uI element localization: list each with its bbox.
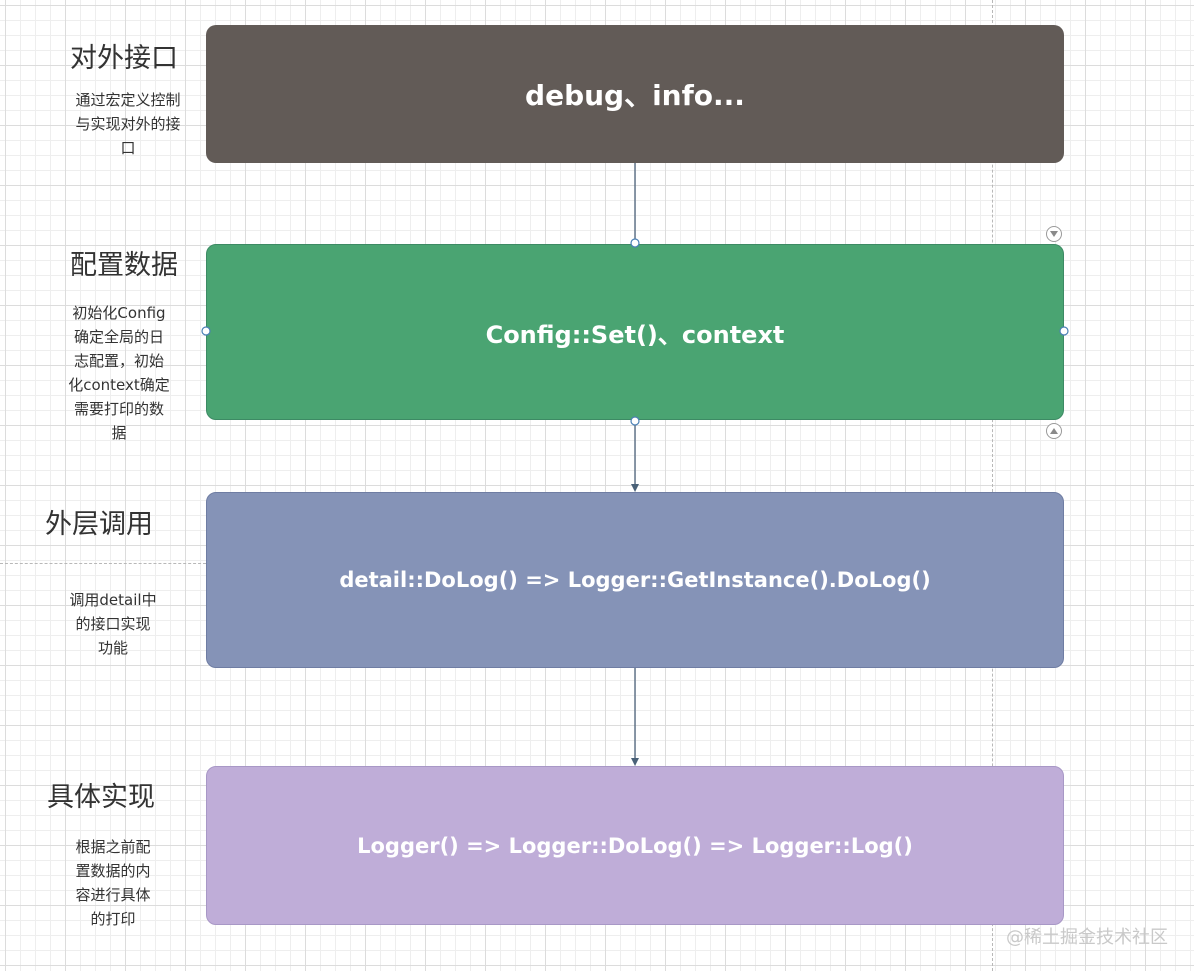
box-interface-label: debug、info... <box>525 79 745 112</box>
box-implementation[interactable]: Logger() => Logger::DoLog() => Logger::L… <box>206 766 1064 925</box>
box-outer-call-label: detail::DoLog() => Logger::GetInstance()… <box>339 568 931 592</box>
stage-desc-config: 初始化Config 确定全局的日 志配置，初始 化context确定 需要打印的… <box>68 304 170 442</box>
stage-desc-interface: 通过宏定义控制 与实现对外的接 口 <box>75 91 181 157</box>
stage-title-outer-call: 外层调用 <box>45 509 153 540</box>
box-implementation-label: Logger() => Logger::DoLog() => Logger::L… <box>357 833 913 858</box>
handle-top[interactable] <box>630 238 640 248</box>
vertical-guide-line <box>992 0 993 971</box>
handle-right[interactable] <box>1059 326 1069 336</box>
handle-left[interactable] <box>201 326 211 336</box>
stage-title-config: 配置数据 <box>70 250 178 281</box>
stage-desc-implementation: 根据之前配 置数据的内 容进行具体 的打印 <box>75 838 151 928</box>
box-config[interactable]: Config::Set()、context <box>206 244 1064 420</box>
watermark: @稀土掘金技术社区 <box>1006 927 1168 948</box>
chevron-down-circle-icon[interactable] <box>1046 226 1062 242</box>
box-interface[interactable]: debug、info... <box>206 25 1064 163</box>
arrowhead-2-3 <box>631 484 639 492</box>
box-outer-call[interactable]: detail::DoLog() => Logger::GetInstance()… <box>206 492 1064 668</box>
stage-title-interface: 对外接口 <box>70 43 178 74</box>
stage-title-implementation: 具体实现 <box>47 782 155 813</box>
handle-bottom[interactable] <box>630 416 640 426</box>
horizontal-guide-line <box>0 563 206 564</box>
chevron-up-circle-icon[interactable] <box>1046 423 1062 439</box>
arrowhead-3-4 <box>631 758 639 766</box>
stage-desc-outer-call: 调用detail中 的接口实现 功能 <box>69 591 157 657</box>
box-config-label: Config::Set()、context <box>485 320 785 349</box>
